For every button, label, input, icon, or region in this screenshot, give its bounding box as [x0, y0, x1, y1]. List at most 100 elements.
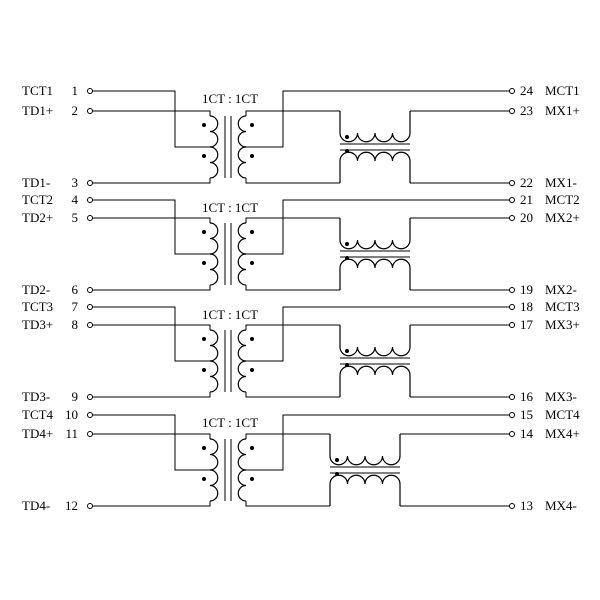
- polarity-dot: [345, 349, 349, 353]
- choke-coil-upper: [339, 218, 411, 250]
- wire-primary-ct: [92, 199, 210, 255]
- polarity-dot: [202, 446, 206, 450]
- pin-label-TCT1: TCT1: [22, 83, 53, 98]
- choke-coil-lower: [339, 151, 411, 183]
- polarity-dot: [202, 261, 206, 265]
- secondary-coil-lower: [237, 146, 247, 179]
- wire-secondary-minus: [245, 501, 330, 507]
- polarity-dot: [250, 446, 254, 450]
- pin-number-2: 2: [72, 103, 79, 118]
- pin-terminal: [509, 88, 515, 94]
- pin-terminal: [509, 412, 515, 418]
- pin-number-13: 13: [520, 498, 533, 513]
- pin-number-15: 15: [520, 407, 533, 422]
- secondary-coil-upper: [237, 115, 247, 148]
- pin-terminal: [87, 287, 93, 293]
- pin-terminal: [87, 412, 93, 418]
- pin-number-6: 6: [72, 282, 79, 297]
- polarity-dot: [335, 472, 339, 476]
- wire-primary-ct: [92, 306, 210, 362]
- polarity-dot: [250, 337, 254, 341]
- pin-label-TD4+: TD4+: [22, 426, 53, 441]
- polarity-dot: [345, 149, 349, 153]
- choke-coil-upper: [339, 325, 411, 357]
- polarity-dot: [335, 458, 339, 462]
- primary-coil-lower: [209, 360, 219, 393]
- wire-primary-ct: [92, 90, 210, 148]
- pin-number-14: 14: [520, 426, 534, 441]
- primary-coil-upper: [209, 329, 219, 362]
- pin-number-12: 12: [65, 498, 78, 513]
- pin-terminal: [87, 215, 93, 221]
- pin-number-16: 16: [520, 389, 534, 404]
- pin-label-MCT1: MCT1: [545, 83, 580, 98]
- choke-coil-lower: [339, 258, 411, 290]
- polarity-dot: [202, 337, 206, 341]
- pin-label-TD3+: TD3+: [22, 317, 53, 332]
- pin-number-19: 19: [520, 282, 533, 297]
- pin-label-MCT3: MCT3: [545, 299, 580, 314]
- wire-primary-minus: [92, 285, 211, 291]
- pin-number-18: 18: [520, 299, 533, 314]
- pin-label-MX2-: MX2-: [545, 282, 577, 297]
- pin-label-TD1+: TD1+: [22, 103, 53, 118]
- wire-secondary-plus: [245, 324, 340, 330]
- polarity-dot: [345, 256, 349, 260]
- ratio-label: 1CT : 1CT: [202, 200, 258, 215]
- pin-number-21: 21: [520, 192, 533, 207]
- wire-primary-plus: [92, 324, 211, 330]
- pin-label-MX4-: MX4-: [545, 498, 577, 513]
- pin-label-MX3-: MX3-: [545, 389, 577, 404]
- polarity-dot: [250, 230, 254, 234]
- polarity-dot: [202, 123, 206, 127]
- pin-terminal: [87, 108, 93, 114]
- polarity-dot: [202, 368, 206, 372]
- ratio-label: 1CT : 1CT: [202, 415, 258, 430]
- pin-label-MCT4: MCT4: [545, 407, 580, 422]
- wire-secondary-plus: [245, 433, 330, 439]
- pin-number-17: 17: [520, 317, 534, 332]
- wire-primary-minus: [92, 178, 211, 184]
- pin-label-TD4-: TD4-: [22, 498, 50, 513]
- polarity-dot: [202, 230, 206, 234]
- pin-label-MCT2: MCT2: [545, 192, 580, 207]
- ratio-label: 1CT : 1CT: [202, 91, 258, 106]
- pin-number-22: 22: [520, 175, 533, 190]
- secondary-coil-lower: [237, 360, 247, 393]
- choke-coil-upper: [329, 434, 401, 466]
- wire-secondary-ct: [246, 414, 510, 471]
- pin-number-10: 10: [65, 407, 78, 422]
- secondary-coil-upper: [237, 329, 247, 362]
- pin-terminal: [87, 180, 93, 186]
- wire-secondary-plus: [245, 110, 340, 116]
- polarity-dot: [250, 261, 254, 265]
- primary-coil-upper: [209, 222, 219, 255]
- pin-terminal: [509, 431, 515, 437]
- polarity-dot: [345, 135, 349, 139]
- pin-terminal: [509, 287, 515, 293]
- wire-primary-plus: [92, 110, 211, 116]
- wire-primary-minus: [92, 501, 211, 507]
- pin-terminal: [509, 180, 515, 186]
- pin-number-9: 9: [72, 389, 79, 404]
- polarity-dot: [250, 123, 254, 127]
- pin-label-MX2+: MX2+: [545, 210, 580, 225]
- wire-secondary-plus: [245, 217, 340, 223]
- pin-terminal: [509, 394, 515, 400]
- pin-label-TD1-: TD1-: [22, 175, 50, 190]
- pin-terminal: [87, 503, 93, 509]
- wire-secondary-ct: [246, 90, 510, 148]
- wire-primary-minus: [92, 392, 211, 398]
- wire-secondary-ct: [246, 306, 510, 362]
- pin-number-23: 23: [520, 103, 533, 118]
- primary-coil-upper: [209, 115, 219, 148]
- pin-label-MX4+: MX4+: [545, 426, 580, 441]
- primary-coil-lower: [209, 146, 219, 179]
- pin-terminal: [87, 431, 93, 437]
- pin-terminal: [87, 197, 93, 203]
- pin-terminal: [509, 304, 515, 310]
- polarity-dot: [345, 363, 349, 367]
